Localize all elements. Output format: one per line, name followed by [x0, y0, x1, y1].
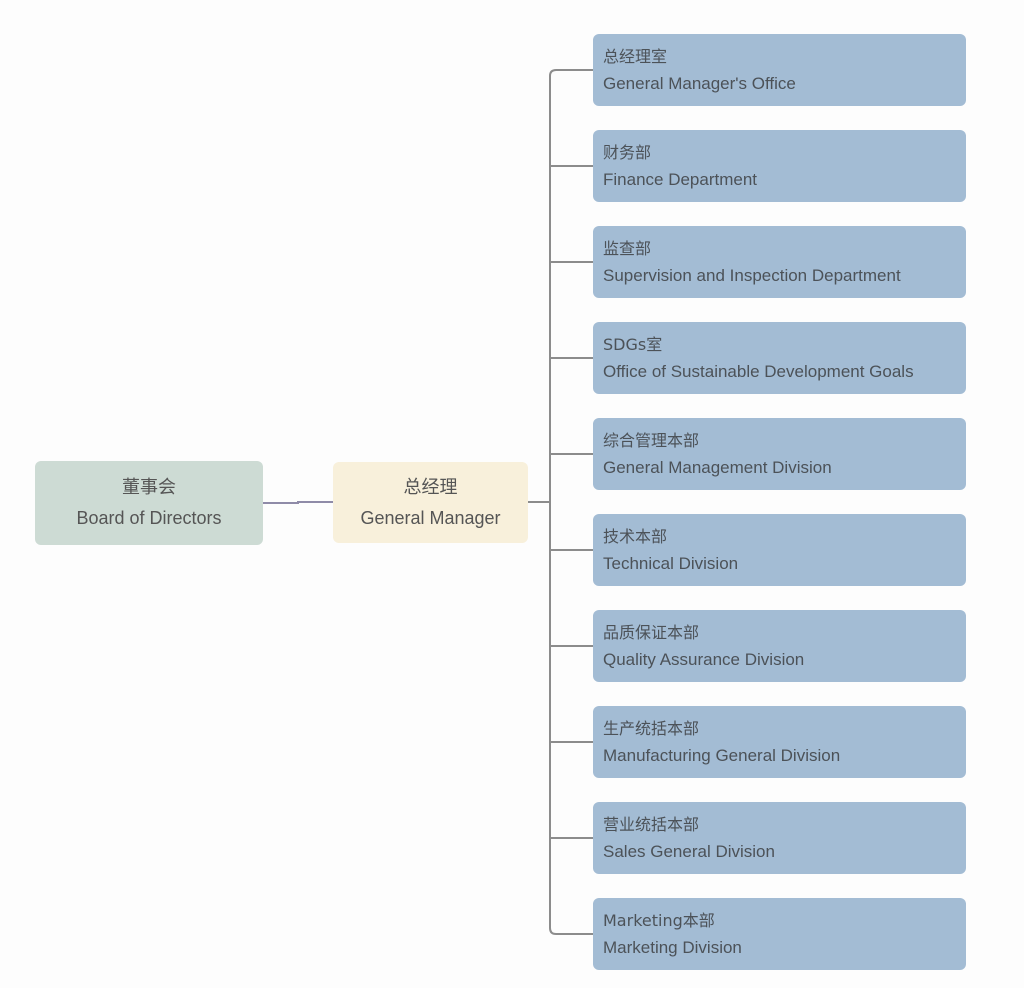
branch-lines [549, 69, 593, 935]
dept-en-label: Sales General Division [603, 842, 775, 861]
dept-node-finance[interactable]: 财务部 Finance Department [593, 130, 966, 202]
dept-zh-label: 生产统括本部 [603, 719, 700, 738]
board-zh-label: 董事会 [122, 477, 176, 498]
dept-zh-label: 总经理室 [603, 47, 668, 66]
gm-en-label: General Manager [360, 507, 501, 528]
dept-node-manufacturing[interactable]: 生产统括本部 Manufacturing General Division [593, 706, 966, 778]
dept-node-sdgs[interactable]: SDGs室 Office of Sustainable Development … [593, 322, 966, 394]
dept-en-label: Quality Assurance Division [603, 650, 805, 669]
dept-node-sales[interactable]: 营业统括本部 Sales General Division [593, 802, 966, 874]
board-to-gm-line [263, 501, 333, 504]
dept-zh-label: 技术本部 [603, 527, 668, 546]
dept-en-label: General Management Division [603, 458, 832, 477]
dept-node-technical[interactable]: 技术本部 Technical Division [593, 514, 966, 586]
dept-en-label: Finance Department [603, 170, 758, 189]
dept-en-label: Marketing Division [603, 938, 742, 957]
dept-zh-label: SDGs室 [603, 335, 663, 354]
dept-node-marketing[interactable]: Marketing本部 Marketing Division [593, 898, 966, 970]
dept-zh-label: Marketing本部 [603, 911, 715, 930]
board-of-directors-node[interactable]: 董事会 Board of Directors [35, 461, 263, 545]
dept-zh-label: 财务部 [603, 143, 652, 162]
dept-zh-label: 综合管理本部 [603, 431, 700, 450]
dept-en-label: Supervision and Inspection Department [603, 266, 901, 285]
board-en-label: Board of Directors [76, 508, 222, 528]
dept-zh-label: 品质保证本部 [603, 623, 700, 642]
dept-node-general-management[interactable]: 综合管理本部 General Management Division [593, 418, 966, 490]
dept-zh-label: 监查部 [603, 239, 652, 258]
trunk-line [549, 69, 593, 935]
dept-node-supervision[interactable]: 监查部 Supervision and Inspection Departmen… [593, 226, 966, 298]
dept-zh-label: 营业统括本部 [603, 815, 700, 834]
general-manager-node[interactable]: 总经理 General Manager [333, 462, 528, 543]
dept-node-quality-assurance[interactable]: 品质保证本部 Quality Assurance Division [593, 610, 966, 682]
dept-en-label: General Manager's Office [603, 74, 796, 93]
dept-en-label: Office of Sustainable Development Goals [603, 362, 914, 381]
gm-zh-label: 总经理 [403, 476, 458, 498]
dept-en-label: Technical Division [603, 554, 739, 573]
dept-en-label: Manufacturing General Division [603, 746, 841, 765]
dept-node-general-managers-office[interactable]: 总经理室 General Manager's Office [593, 34, 966, 106]
